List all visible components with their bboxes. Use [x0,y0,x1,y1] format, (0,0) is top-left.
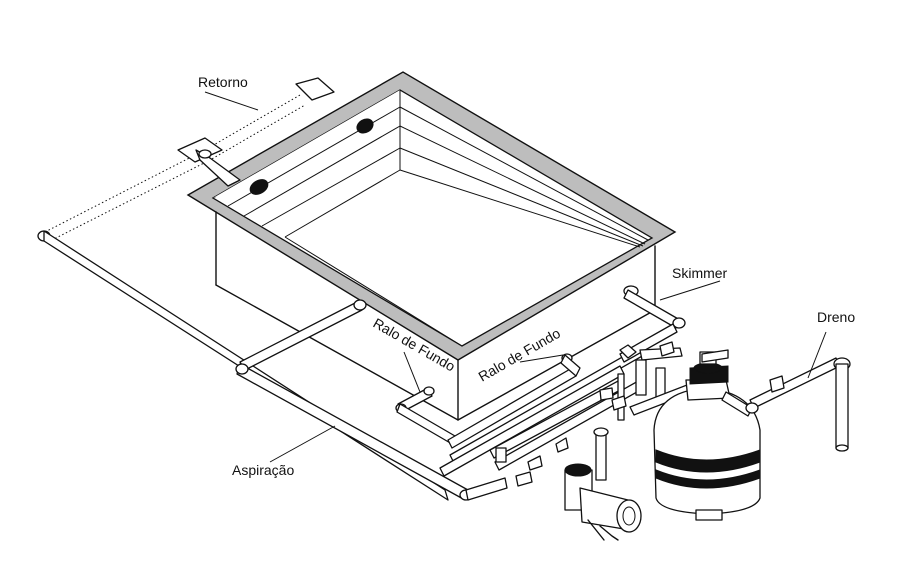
manifold-valves [495,341,705,487]
return-inlet-box [177,137,223,163]
valve-handle-icon [659,341,675,357]
suction-pipes [235,299,645,501]
leader-ralo-left [403,351,421,393]
return-nozzle-icon [249,179,269,195]
label-retorno: Retorno [198,74,248,90]
pump [564,427,642,541]
bottom-drain-icon [423,386,435,396]
valve-handle-icon [611,395,627,411]
leader-lines [204,91,827,463]
label-skimmer: Skimmer [672,265,728,281]
pool [186,71,677,421]
leader-skimmer [659,280,721,301]
valve-handle-icon [495,447,507,463]
suction-corner-elbow [235,363,249,375]
label-aspiracao: Aspiração [232,462,294,478]
valve-handle-icon [515,471,533,487]
return-nozzle-icon [356,118,374,134]
leader-ralo-right [519,354,564,363]
pool-opening [211,89,654,347]
label-dreno: Dreno [817,309,855,325]
leader-dreno [807,331,827,379]
return-elbow [295,77,335,101]
return-inlet-pipe [195,149,241,187]
leader-retorno [204,91,259,111]
valve-handle-icon [769,375,785,393]
leader-aspiracao [269,425,336,463]
sand-filter [653,349,761,521]
valve-handle-icon [555,437,569,453]
drain-line [745,357,851,452]
skimmer-pipe [619,285,686,363]
pump-motor-icon [564,463,592,477]
valve-handle-icon [527,455,543,471]
